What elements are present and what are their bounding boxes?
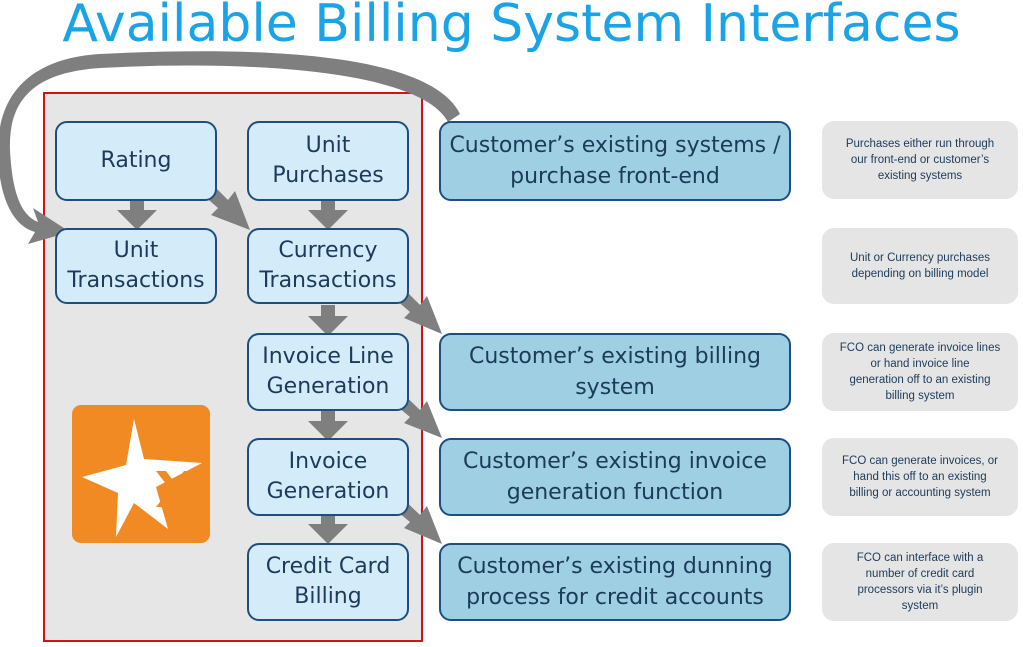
note-invoices: FCO can generate invoices, or hand this … (822, 438, 1018, 516)
arrow-currency-to-invoice-line (308, 305, 348, 336)
note-unit-currency: Unit or Currency purchases depending on … (822, 228, 1018, 304)
node-invoice-generation: Invoice Generation (247, 438, 409, 516)
fco-logo (72, 405, 210, 543)
arrow-unit-purchases-to-currency (308, 200, 348, 230)
node-invoice-line-generation: Invoice Line Generation (247, 333, 409, 411)
ext-purchase-front-end: Customer’s existing systems / purchase f… (439, 121, 791, 201)
loop-arrow (0, 51, 460, 244)
ext-invoice-generation: Customer’s existing invoice generation f… (439, 438, 791, 516)
page-title: Available Billing System Interfaces (62, 0, 961, 54)
ext-billing-system: Customer’s existing billing system (439, 333, 791, 411)
note-credit-card: FCO can interface with a number of credi… (822, 543, 1018, 621)
node-unit-transactions: Unit Transactions (55, 228, 217, 304)
node-unit-purchases: Unit Purchases (247, 121, 409, 201)
node-rating: Rating (55, 121, 217, 201)
arrow-invoice-to-credit-card (308, 512, 348, 544)
arrow-rating-to-unit-transactions (117, 200, 157, 230)
node-credit-card-billing: Credit Card Billing (247, 543, 409, 621)
star-logo-icon (82, 419, 202, 537)
note-purchases: Purchases either run through our front-e… (822, 121, 1018, 199)
arrow-invoice-line-to-invoice (308, 410, 348, 441)
node-currency-transactions: Currency Transactions (247, 228, 409, 304)
note-invoice-lines: FCO can generate invoice lines or hand i… (822, 333, 1018, 411)
ext-dunning-process: Customer’s existing dunning process for … (439, 543, 791, 621)
